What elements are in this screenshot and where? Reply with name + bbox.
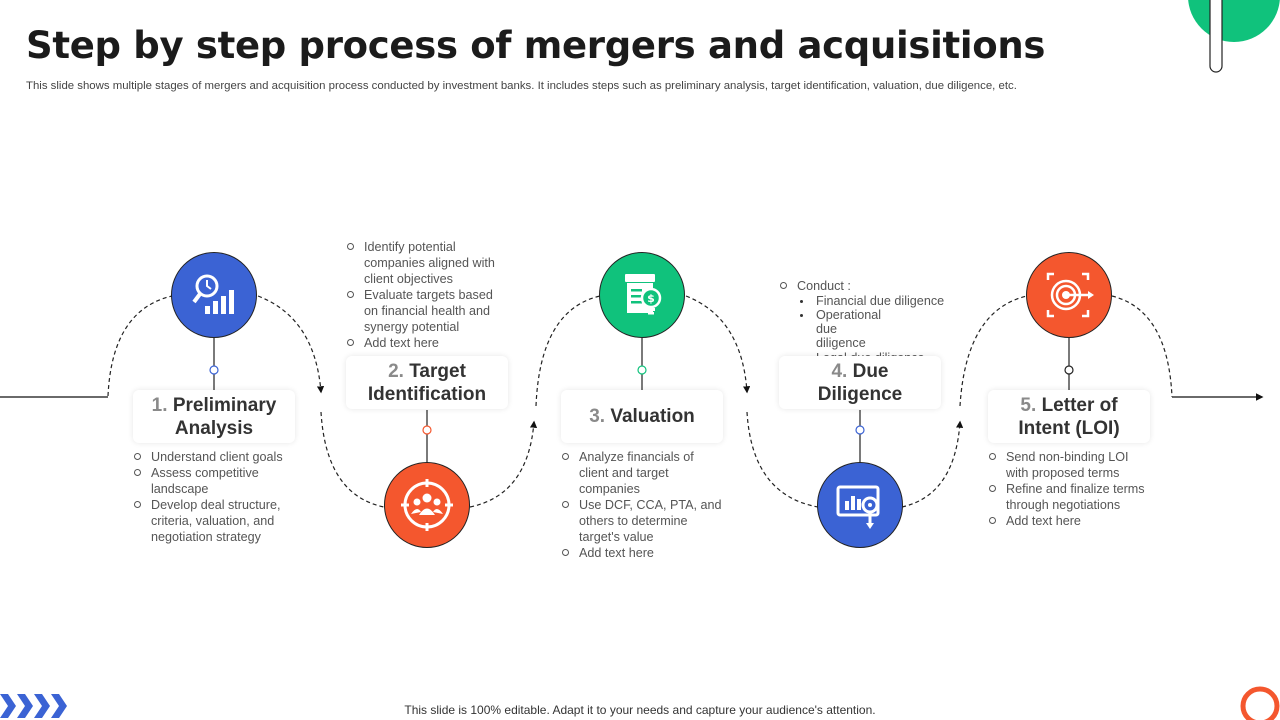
step-4-title-l1: Due — [852, 360, 889, 382]
list-item: Identify potential companies aligned wit… — [345, 239, 507, 287]
svg-text:$: $ — [647, 292, 655, 305]
list-item: Develop deal structure, criteria, valuat… — [132, 497, 292, 545]
target-arrow-icon — [1046, 272, 1094, 318]
slide-footer: This slide is 100% editable. Adapt it to… — [404, 703, 876, 717]
step-3-label: 3. Valuation — [561, 390, 723, 443]
step-5-icon-circle — [1026, 252, 1112, 338]
step-5-title-l2: Intent (LOI) — [1018, 417, 1120, 439]
step-4-bullet-text: Conduct : — [797, 279, 851, 293]
monitor-gear-icon — [836, 485, 880, 529]
arc-1 — [107, 295, 173, 397]
document-money-icon: $ — [625, 274, 662, 315]
arc-3 — [535, 295, 601, 407]
list-item: Operational due diligence — [797, 308, 886, 350]
step-1-label: 1. Preliminary Analysis — [133, 390, 295, 443]
corner-orange-ring — [1240, 686, 1280, 720]
step-5-number: 5. — [1020, 394, 1037, 416]
step-1-number: 1. — [151, 394, 168, 416]
list-item: Add text here — [345, 335, 507, 351]
step-5-bullets: Send non-binding LOI with proposed terms… — [987, 449, 1147, 529]
list-item: Send non-binding LOI with proposed terms — [987, 449, 1147, 481]
step-3-icon-circle: $ — [599, 252, 685, 338]
team-target-icon — [401, 479, 453, 531]
list-item: Understand client goals — [132, 449, 292, 465]
slide-subtitle: This slide shows multiple stages of merg… — [26, 80, 1017, 92]
list-item: Add text here — [560, 545, 722, 561]
corner-green-circle — [1188, 0, 1280, 42]
magnifier-chart-icon — [192, 274, 234, 314]
step-2-label: 2. Target Identification — [346, 356, 508, 409]
arc-5 — [959, 295, 1028, 407]
step-4-title-l2: Diligence — [817, 383, 903, 405]
chevrons-decoration — [0, 694, 67, 718]
list-item: Assess competitive landscape — [132, 465, 292, 497]
step-4-icon-circle — [817, 462, 903, 548]
step-4-bullets: Conduct : Financial due diligence Operat… — [778, 278, 948, 366]
step-5-label: 5. Letter of Intent (LOI) — [988, 390, 1150, 443]
list-item: Refine and finalize terms through negoti… — [987, 481, 1147, 513]
list-item: Use DCF, CCA, PTA, and others to determi… — [560, 497, 722, 545]
step-2-bullets: Identify potential companies aligned wit… — [345, 239, 507, 351]
step-3-title-l1: Valuation — [610, 406, 695, 427]
step-3-number: 3. — [589, 406, 606, 427]
step-1-title-l1: Preliminary — [172, 394, 277, 416]
corner-pill — [1209, 0, 1223, 73]
list-item: Analyze financials of client and target … — [560, 449, 722, 497]
list-item: Evaluate targets based on financial heal… — [345, 287, 507, 335]
step-2-title-l1: Target — [409, 360, 466, 382]
step-1-icon-circle — [171, 252, 257, 338]
slide-title: Step by step process of mergers and acqu… — [26, 24, 1046, 67]
list-item: Financial due diligence — [797, 294, 948, 308]
step-5-title-l1: Letter of — [1041, 394, 1118, 416]
step-2-number: 2. — [388, 360, 404, 382]
step-4-label: 4. Due Diligence — [779, 356, 941, 409]
step-1-bullets: Understand client goals Assess competiti… — [132, 449, 292, 545]
list-item: Conduct : Financial due diligence Operat… — [778, 278, 948, 366]
step-2-icon-circle — [384, 462, 470, 548]
step-1-title-l2: Analysis — [174, 417, 254, 439]
list-item: Add text here — [987, 513, 1147, 529]
step-3-bullets: Analyze financials of client and target … — [560, 449, 722, 561]
step-2-title-l2: Identification — [367, 383, 487, 405]
step-4-number: 4. — [831, 360, 848, 382]
